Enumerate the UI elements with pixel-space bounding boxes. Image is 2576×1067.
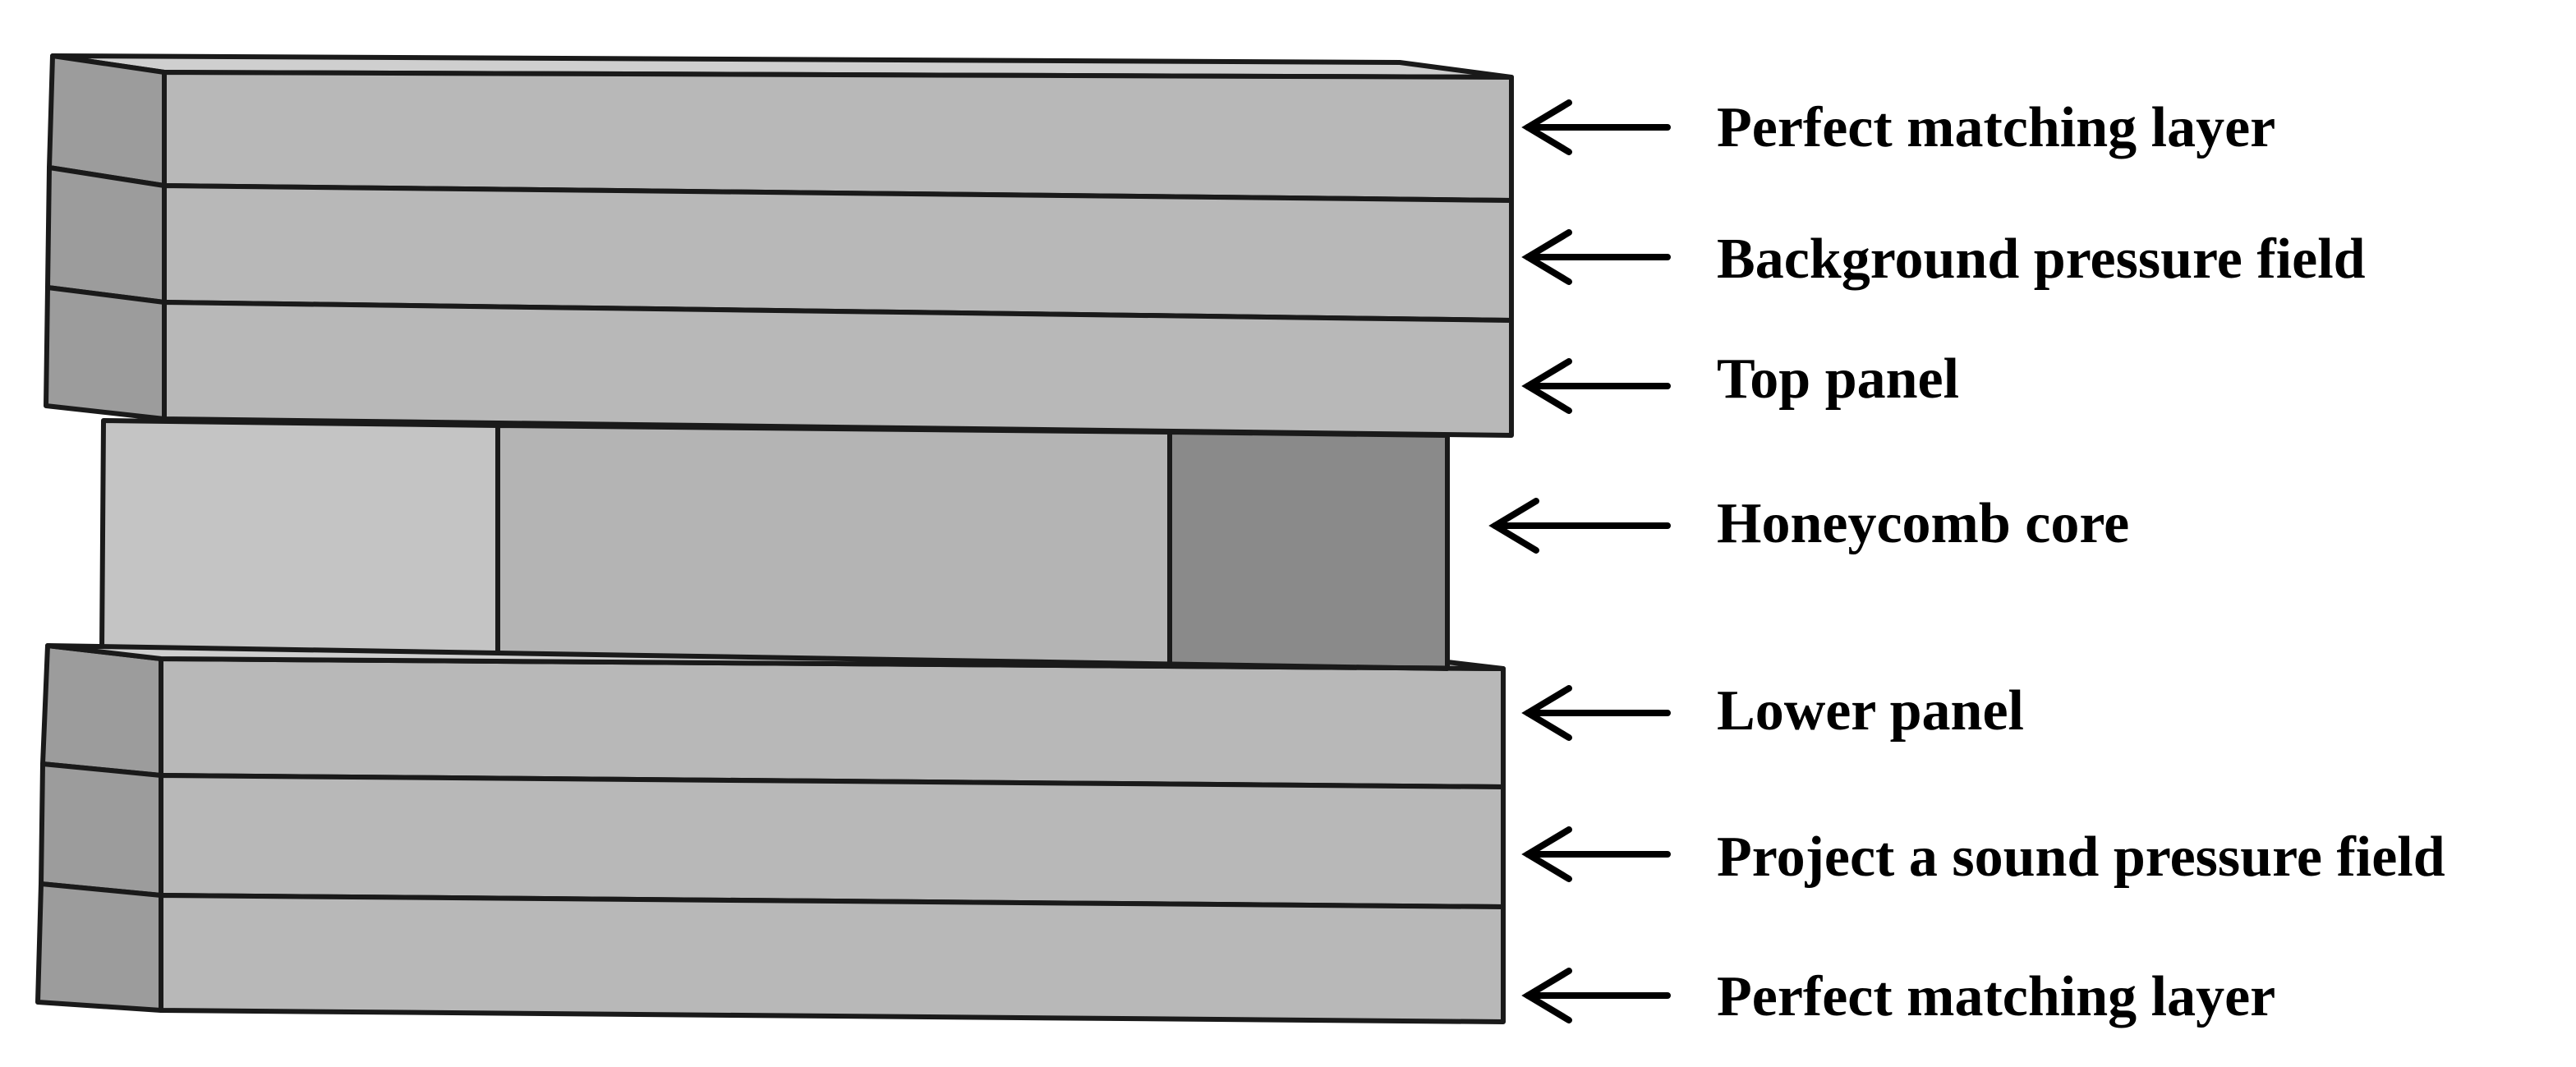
- slab-lower-panel-side: [40, 643, 163, 778]
- label-pml-top: Perfect matching layer: [1717, 96, 2275, 159]
- core-left-face: [99, 418, 500, 665]
- arrow-background-field: [1521, 229, 1671, 285]
- slab-pml-top-side: [47, 53, 167, 188]
- label-honeycomb-core: Honeycomb core: [1717, 492, 2129, 555]
- arrow-lower-panel: [1521, 685, 1671, 741]
- arrow-pml-bottom: [1521, 968, 1671, 1023]
- core-right-face: [1167, 430, 1450, 671]
- label-projected-field: Project a sound pressure field: [1717, 826, 2445, 889]
- label-lower-panel: Lower panel: [1717, 679, 2024, 743]
- slab-lower-panel-top: [45, 643, 1506, 671]
- labels: Perfect matching layer Background pressu…: [1717, 96, 2445, 1028]
- label-pml-bottom: Perfect matching layer: [1717, 965, 2275, 1028]
- slab-pml-top: [47, 53, 1514, 203]
- label-top-panel: Top panel: [1717, 347, 1959, 411]
- arrows: [1488, 99, 1671, 1023]
- slab-projected-field-front: [159, 773, 1506, 909]
- honeycomb-core-block: [99, 418, 1450, 671]
- slab-pml-bottom-front: [159, 893, 1506, 1024]
- arrow-honeycomb-core: [1488, 498, 1671, 554]
- arrow-top-panel: [1521, 358, 1671, 414]
- upper-stack: [44, 53, 1514, 438]
- arrow-projected-field: [1521, 826, 1671, 882]
- slab-background-field-side: [45, 165, 167, 305]
- slab-top-panel: [44, 285, 1514, 438]
- slab-lower-panel-front: [159, 656, 1506, 789]
- lower-stack: [35, 643, 1506, 1024]
- slab-lower-panel: [40, 643, 1506, 789]
- slab-pml-top-front: [162, 70, 1514, 203]
- slab-background-field-front: [162, 183, 1514, 323]
- label-background-field: Background pressure field: [1717, 228, 2366, 291]
- slab-pml-bottom: [35, 881, 1506, 1024]
- slab-projected-field: [39, 761, 1506, 909]
- core-middle-face: [495, 423, 1172, 669]
- slab-pml-bottom-side: [35, 881, 163, 1013]
- slab-projected-field-side: [39, 761, 163, 898]
- arrow-pml-top: [1521, 99, 1671, 155]
- slab-top-panel-front: [162, 300, 1514, 438]
- slab-background-field: [45, 165, 1514, 323]
- slab-top-panel-side: [44, 285, 167, 421]
